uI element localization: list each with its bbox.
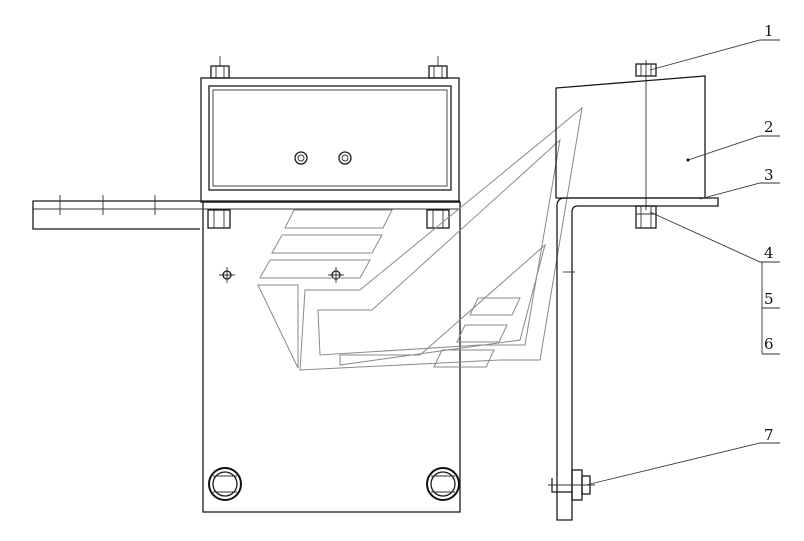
- front-mounting-plate: [202, 201, 461, 513]
- front-crosshair-right: [328, 267, 344, 283]
- front-nut-right: [426, 209, 450, 229]
- side-angle-bracket: [556, 197, 719, 521]
- front-view: [32, 56, 461, 513]
- callout-2: 2: [686, 118, 780, 162]
- front-hole-left: [294, 151, 308, 165]
- front-upper-box: [200, 77, 460, 203]
- front-horizontal-bracket: [32, 200, 460, 230]
- watermark-logo: [257, 106, 583, 371]
- front-top-bolt-right: [428, 56, 448, 79]
- callouts: 1 2 3 4 5 6 7: [585, 22, 780, 486]
- callout-3: 3: [699, 166, 780, 200]
- front-upper-box-inner: [208, 85, 452, 191]
- callout-1-label: 1: [764, 22, 774, 40]
- front-bottom-bolt-left: [208, 467, 242, 501]
- front-bottom-bolt-right: [426, 467, 460, 501]
- callout-7: 7: [585, 426, 780, 486]
- callout-1: 1: [649, 22, 780, 71]
- callout-6-label: 6: [764, 335, 774, 353]
- front-upper-box-inner-edge: [212, 89, 448, 187]
- side-view: [548, 60, 719, 521]
- side-box: [555, 75, 706, 199]
- side-nut: [635, 205, 657, 229]
- callout-4-label: 4: [764, 244, 774, 262]
- front-crosshair-left: [219, 267, 235, 283]
- front-bracket-centerlines: [59, 195, 156, 215]
- side-bottom-bolt: [548, 469, 595, 501]
- callout-5-label: 5: [764, 290, 774, 308]
- callout-7-label: 7: [764, 426, 774, 444]
- callout-4-5-6: 4 5 6: [649, 211, 780, 355]
- front-top-bolt-left: [210, 56, 230, 79]
- callout-2-label: 2: [764, 118, 774, 136]
- callout-3-label: 3: [764, 166, 774, 184]
- front-hole-right: [338, 151, 352, 165]
- front-nut-left: [207, 209, 231, 229]
